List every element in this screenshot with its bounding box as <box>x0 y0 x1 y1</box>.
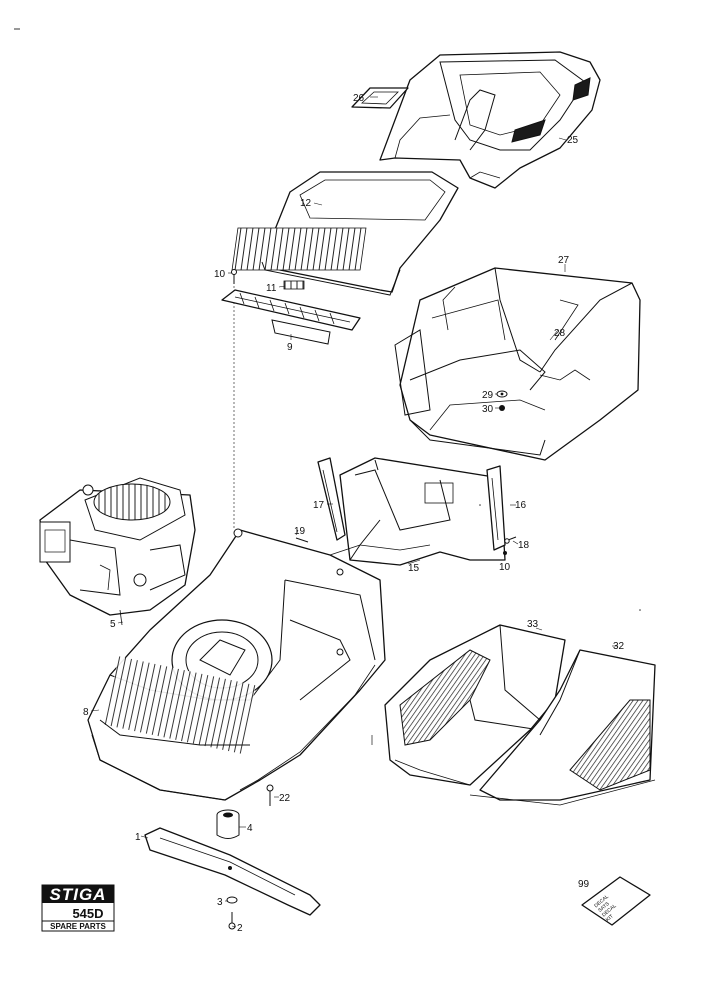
callout-4: 4 <box>247 823 253 834</box>
callout-19: 19 <box>294 526 306 537</box>
pin-part-19 <box>295 537 309 543</box>
spare-parts-label: SPARE PARTS <box>50 922 106 931</box>
screw-part-10-top <box>231 269 237 530</box>
decal-text-4: KIT <box>605 913 615 923</box>
callout-27: 27 <box>558 255 570 266</box>
engine-part-5 <box>39 477 196 626</box>
side-plate-part-17 <box>317 457 346 541</box>
blade-part-1 <box>144 827 321 916</box>
bolt-part-10-bottom <box>503 551 507 555</box>
callout-25: 25 <box>567 135 579 146</box>
scan-marks <box>14 28 641 745</box>
callout-26: 26 <box>353 93 365 104</box>
washer-part-3 <box>226 896 238 904</box>
screw-part-22 <box>266 784 274 806</box>
grass-bag-part-27 <box>394 267 641 461</box>
callout-32: 32 <box>613 641 625 652</box>
decal-kit-part-99: 99 DECAL SATS DECAL KIT <box>578 876 651 926</box>
callout-8: 8 <box>83 707 89 718</box>
callout-22: 22 <box>279 793 291 804</box>
callout-2: 2 <box>237 923 243 934</box>
spring-part-11 <box>283 280 305 290</box>
brand-logo: STIGA <box>50 885 107 904</box>
leader-lines <box>90 96 618 928</box>
callout-3: 3 <box>217 897 223 908</box>
callout-15: 15 <box>408 563 420 574</box>
brand-logo-box: STIGA 545D SPARE PARTS <box>41 884 115 932</box>
callout-16: 16 <box>515 500 527 511</box>
blade-hub-part-4 <box>216 809 240 839</box>
grass-catcher-part-32 <box>469 649 656 806</box>
callout-12: 12 <box>300 198 312 209</box>
washer-part-29 <box>496 390 508 398</box>
hinge-plate-part-9 <box>221 289 361 345</box>
grass-catcher-part-33 <box>384 624 566 786</box>
callout-33: 33 <box>527 619 539 630</box>
callout-99: 99 <box>578 879 590 890</box>
callout-11: 11 <box>266 283 277 294</box>
callout-1: 1 <box>135 832 141 843</box>
callout-28: 28 <box>554 328 566 339</box>
callout-30: 30 <box>482 404 494 415</box>
engine-cover-part-12 <box>231 171 459 296</box>
callout-17: 17 <box>313 500 325 511</box>
callout-labels: 26 25 12 10 11 9 27 28 29 30 17 16 18 19… <box>83 93 625 934</box>
deck-part-8 <box>87 528 386 801</box>
top-cover-part-25 <box>379 51 601 189</box>
model-number: 545D <box>72 906 103 921</box>
discharge-chute-part-15 <box>329 457 506 566</box>
callout-10-bottom: 10 <box>499 562 511 573</box>
callout-5: 5 <box>110 619 116 630</box>
callout-18: 18 <box>518 540 530 551</box>
callout-10-top: 10 <box>214 269 226 280</box>
callout-9: 9 <box>287 342 293 353</box>
gasket-part-26 <box>351 87 409 109</box>
side-plate-part-16 <box>486 465 506 551</box>
bolt-part-18 <box>504 536 517 544</box>
screw-part-30 <box>499 405 505 411</box>
callout-29: 29 <box>482 390 494 401</box>
